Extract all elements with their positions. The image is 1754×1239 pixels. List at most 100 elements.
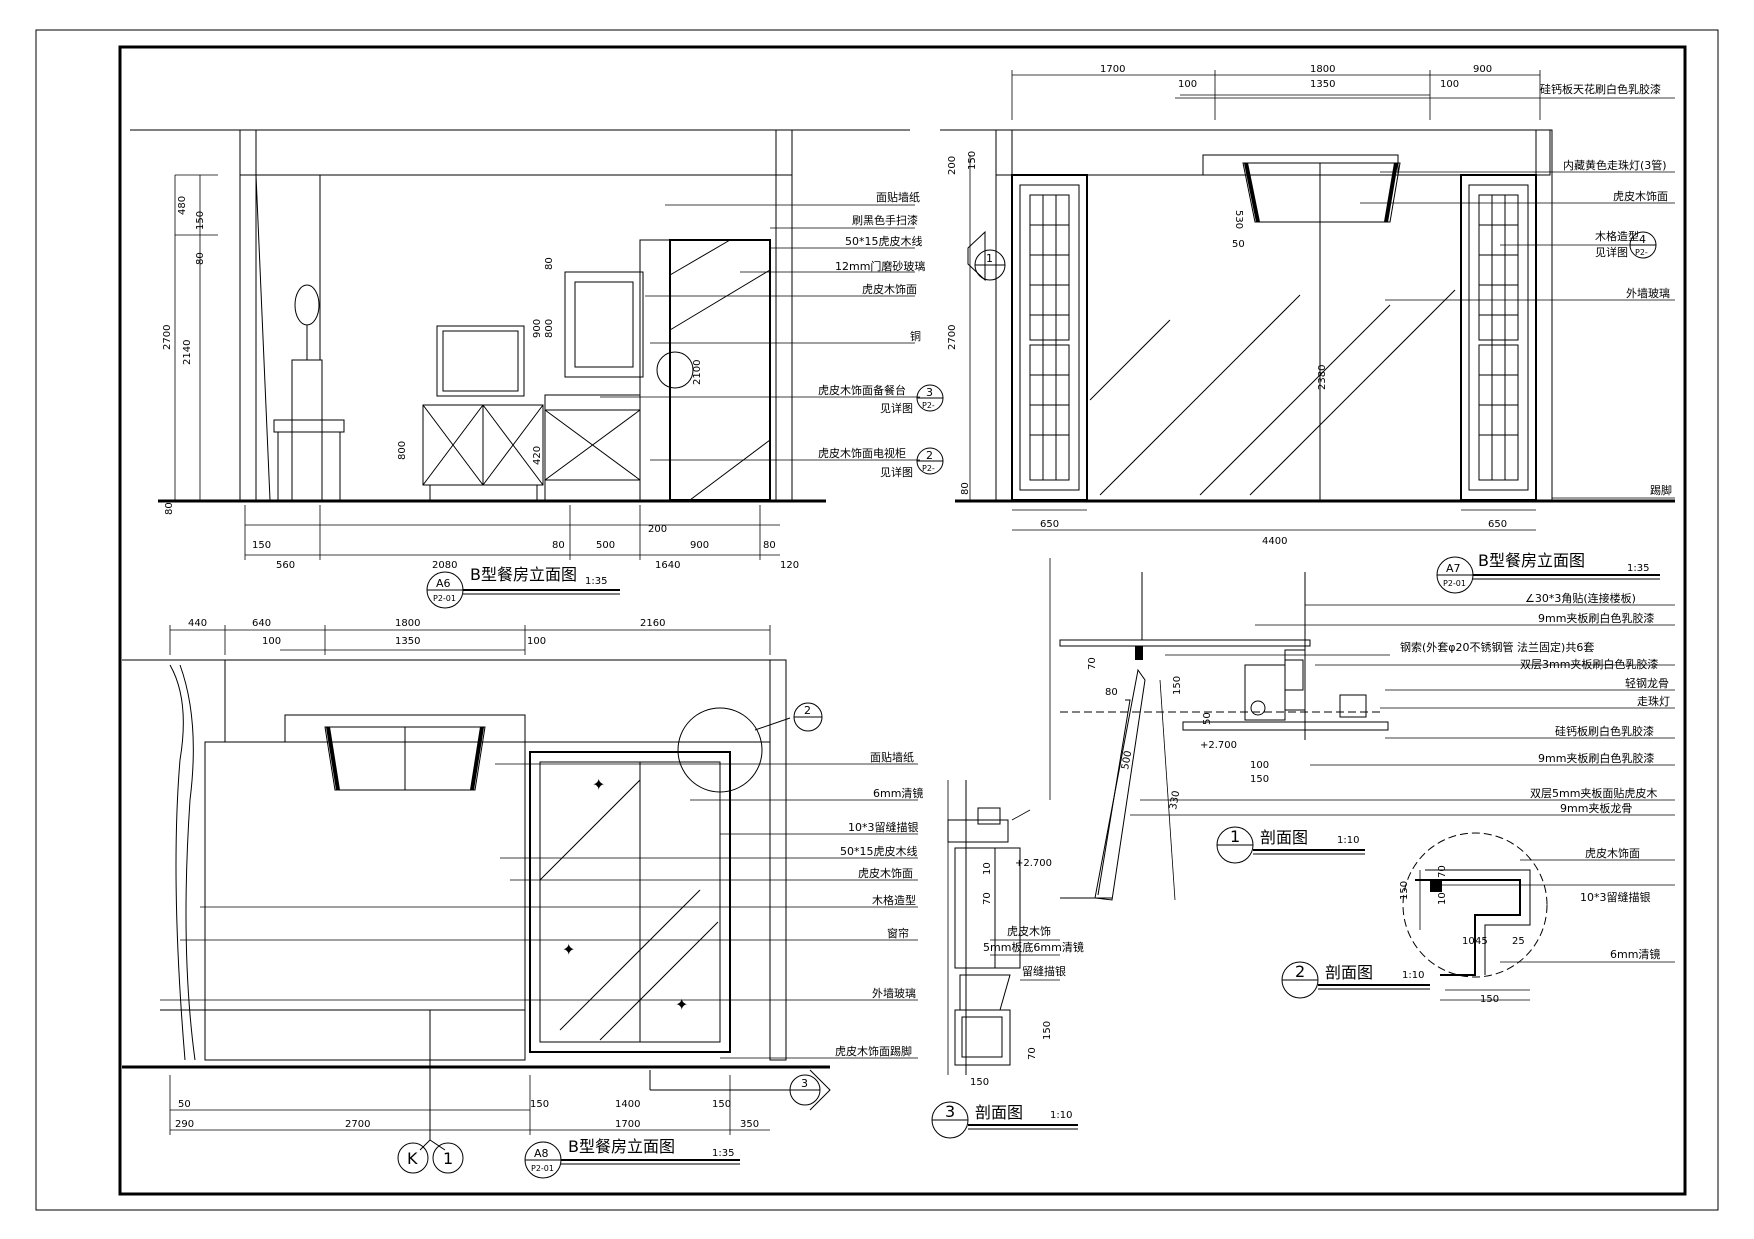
a8-label-6: 窗帘 [887,926,909,940]
s2-dim-0: 150 [1399,881,1410,900]
s2-dim-5: 10 [1462,936,1475,947]
s1-dim-0: 70 [1087,657,1098,670]
a6-label-5: 铜 [910,329,921,343]
s1-dim-3: 50 [1202,712,1213,725]
elevation-a8: ✦ ✦ ✦ [122,659,830,1069]
s1-label-8: 双层5mm夹板面贴虎皮木 [1530,786,1657,800]
s2-label-0: 虎皮木饰面 [1585,846,1640,860]
a6-vdim-7: 80 [544,257,555,270]
a8-grid-1: 1 [443,1149,453,1168]
section-1-labels: ∠30*3角贴(连接楼板) 9mm夹板刷白色乳胶漆 钢索(外套φ20不锈钢管 法… [1400,591,1670,815]
a7-vdim-6: 2380 [1317,365,1328,390]
a6-label-4: 虎皮木饰面 [862,282,917,296]
a8-marker-2-num: 2 [804,704,811,717]
section-3-dims: +2.700 10 70 150 70 150 [970,858,1053,1088]
s3-label-0: 虎皮木饰 [1007,924,1051,938]
s3-dim-3: 150 [1042,1021,1053,1040]
a8-top-dim-6: 100 [527,636,546,647]
a7-sheet: P2-01 [1443,579,1466,588]
a6-label-2: 50*15虎皮木线 [845,234,923,248]
a8-label-2: 10*3留缝描银 [848,820,919,834]
a6-hdim-bottom-2: 1640 [655,560,680,571]
s1-label-4: 轻钢龙骨 [1625,676,1669,690]
a8-title-block: A8 P2-01 B型餐房立面图 1:35 [524,1137,740,1179]
s3-dim-2: 70 [982,892,993,905]
s1-dim-6: 150 [1250,774,1269,785]
a6-label-0: 面贴墙纸 [876,190,920,204]
s2-dim-4: 25 [1512,936,1525,947]
a7-label-1: 内藏黄色走珠灯(3管) [1563,158,1667,172]
a6-vdim-10: 2100 [692,360,703,385]
a6-hdim-top-5: 80 [763,540,776,551]
a6-vdim-6: 80 [164,502,175,515]
a7-scale: 1:35 [1627,563,1649,574]
a8-dimensions [169,625,771,1135]
section-1 [1049,558,1389,901]
s2-label-2: 6mm清镜 [1610,947,1660,961]
a6-vdim-2: 80 [195,252,206,265]
s1-label-3: 双层3mm夹板刷白色乳胶漆 [1520,657,1658,671]
s1-dim-4: +2.700 [1200,740,1237,751]
a8-bottom-dim-6: 1700 [615,1119,640,1130]
s1-scale: 1:10 [1337,835,1359,846]
a7-title-block: A7 P2-01 B型餐房立面图 1:35 [1436,551,1660,594]
s1-label-1: 9mm夹板刷白色乳胶漆 [1538,611,1654,625]
s1-title: 剖面图 [1260,828,1308,847]
a7-dimensions [969,70,1541,531]
a7-bottom-dim-1: 650 [1488,519,1507,530]
s1-dim-8: 500 [1120,750,1134,771]
a7-callout-sheet: P2- [1635,248,1648,257]
a8-bottom-dim-5: 150 [712,1099,731,1110]
a8-title: B型餐房立面图 [568,1137,675,1156]
a8-grid-markers: K 1 [397,1010,464,1174]
a7-vdim-3: 80 [960,482,971,495]
a6-vdim-5: 800 [397,441,408,460]
a6-label-7: 虎皮木饰面电视柜 [818,446,906,460]
a8-bottom-dim-4: 1400 [615,1099,640,1110]
a7-top-dim-0: 1700 [1100,64,1125,75]
a8-top-dim-3: 2160 [640,618,665,629]
s1-label-0: ∠30*3角贴(连接楼板) [1525,591,1636,605]
s1-num: 1 [1230,827,1240,846]
a8-marker-3-num: 3 [801,1077,808,1090]
s1-label-9: 9mm夹板龙骨 [1560,801,1632,815]
s1-dim-1: 80 [1105,687,1118,698]
a8-bottom-dim-3: 150 [530,1099,549,1110]
a8-top-dim-4: 100 [262,636,281,647]
svg-text:✦: ✦ [562,940,575,959]
a7-section-mark: 1 [986,252,993,265]
a6-callout-2-sheet: P2- [922,464,935,473]
s2-dim-3: 45 [1475,936,1488,947]
a6-hdim-top-4: 900 [690,540,709,551]
a7-top-dim-4: 1350 [1310,79,1335,90]
a7-label-5: 外墙玻璃 [1626,286,1670,300]
s1-label-2: 钢索(外套φ20不锈钢管 法兰固定)共6套 [1400,640,1594,654]
s1-label-7: 9mm夹板刷白色乳胶漆 [1538,751,1654,765]
a6-vdim-8: 800 [544,319,555,338]
a7-label-4: 见详图 [1595,245,1628,259]
a8-bottom-dim-1: 290 [175,1119,194,1130]
a8-label-8: 虎皮木饰面踢脚 [835,1044,912,1058]
inner-frame [118,45,1687,1196]
a7-top-dim-1: 1800 [1310,64,1335,75]
s2-num: 2 [1295,962,1305,981]
svg-text:✦: ✦ [675,995,688,1014]
a6-vdim-4: 2140 [182,340,193,365]
a7-vdim-2: 2700 [947,325,958,350]
a6-hdim-top-2: 500 [596,540,615,551]
a7-vdim-5: 50 [1232,239,1245,250]
a6-vdim-3: 2700 [162,325,173,350]
s3-dim-4: 70 [1027,1047,1038,1060]
a6-material-labels: 面贴墙纸 刷黑色手扫漆 50*15虎皮木线 12mm门磨砂玻璃 虎皮木饰面 铜 … [818,190,925,460]
a6-title-block: A6 P2-01 B型餐房立面图 1:35 [426,565,620,609]
s1-label-5: 走珠灯 [1637,694,1670,708]
a6-callout-2: 2 P2- 见详图 [880,447,944,479]
s2-dim-2: 10 [1437,892,1448,905]
a8-code: A8 [534,1147,549,1160]
section-1-leaders [1130,604,1675,816]
a7-code: A7 [1446,562,1461,575]
a6-hdim-bottom-3: 120 [780,560,799,571]
a8-dim-labels: 440 640 1800 2160 100 1350 100 50 290 27… [175,618,759,1130]
section-2-title: 2 剖面图 1:10 [1281,961,1430,999]
a8-label-1: 6mm清镜 [873,786,923,800]
